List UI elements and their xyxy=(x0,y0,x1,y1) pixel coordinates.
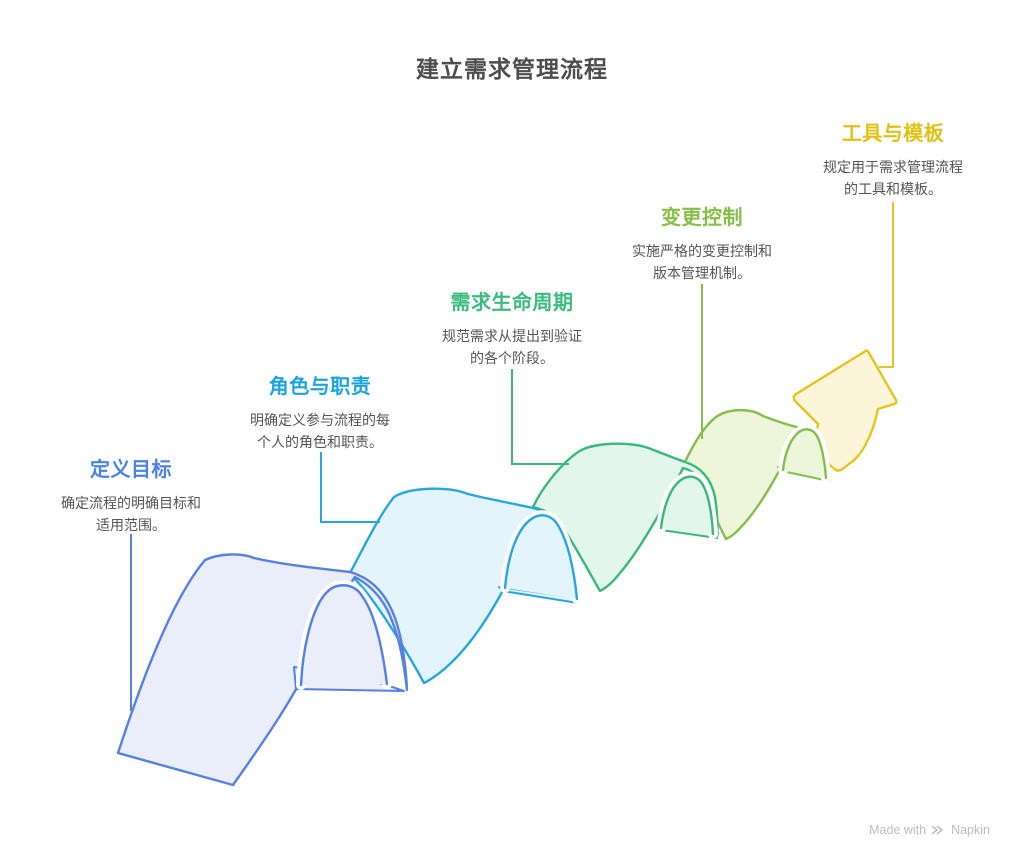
brand-text: Napkin xyxy=(951,823,990,837)
stage-3-label: 需求生命周期 xyxy=(450,292,574,314)
leader-line-2 xyxy=(320,452,380,523)
stage-1-description: 确定流程的明确目标和 适用范围。 xyxy=(61,495,201,533)
napkin-watermark-link[interactable]: Made with Napkin xyxy=(869,823,990,837)
leader-line-5 xyxy=(879,202,894,368)
stage-4: 变更控制 实施严格的变更控制和 版本管理机制。 xyxy=(592,201,812,284)
stage-2-label: 角色与职责 xyxy=(268,376,372,398)
stage-2: 角色与职责 明确定义参与流程的每 个人的角色和职责。 xyxy=(210,370,430,453)
stage-4-label: 变更控制 xyxy=(661,207,743,229)
wave-fold-2 xyxy=(503,514,579,601)
wave-fold-4 xyxy=(781,428,828,480)
stage-3-description: 规范需求从提出到验证 的各个阶段。 xyxy=(442,328,582,366)
stage-5: 工具与模板 规定用于需求管理流程 的工具和模板。 xyxy=(783,117,1003,200)
stage-5-description: 规定用于需求管理流程 的工具和模板。 xyxy=(823,159,963,197)
leader-line-3 xyxy=(511,369,569,465)
page-title: 建立需求管理流程 xyxy=(416,56,608,82)
stage-1-label: 定义目标 xyxy=(90,459,172,481)
stage-2-description: 明确定义参与流程的每 个人的角色和职责。 xyxy=(250,412,390,450)
stage-3: 需求生命周期 规范需求从提出到验证 的各个阶段。 xyxy=(402,286,622,369)
stage-5-label: 工具与模板 xyxy=(841,123,945,145)
stage-4-description: 实施严格的变更控制和 版本管理机制。 xyxy=(632,243,772,281)
wave-fold-1 xyxy=(299,584,389,687)
wave-fold-3 xyxy=(659,475,715,536)
made-with-text: Made with xyxy=(869,823,927,837)
stage-1: 定义目标 确定流程的明确目标和 适用范围。 xyxy=(21,453,241,536)
napkin-logo-icon xyxy=(931,825,943,835)
